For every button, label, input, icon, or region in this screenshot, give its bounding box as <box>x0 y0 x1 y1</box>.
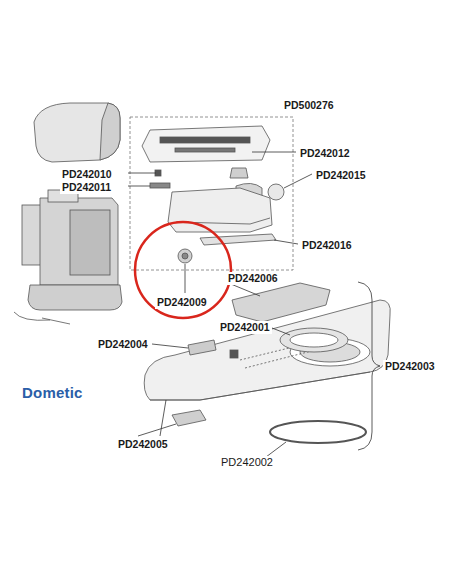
part-number: PD242012 <box>298 147 352 160</box>
base-tray <box>28 285 122 310</box>
part-number: PD242015 <box>314 169 368 182</box>
part-number: PD242005 <box>116 438 170 451</box>
seal-ring <box>280 328 348 352</box>
part-number: PD242009 <box>155 296 209 309</box>
part-number: PD500276 <box>282 99 336 112</box>
part-number: PD242002 <box>219 456 275 469</box>
control-panel <box>142 126 270 162</box>
part-number: PD242001 <box>218 321 272 334</box>
pump-housing <box>40 198 118 285</box>
water-tank <box>168 188 272 232</box>
group-bracket <box>358 282 380 450</box>
leader-lines <box>128 152 312 460</box>
part-number: PD242011 <box>60 181 113 194</box>
gasket <box>270 421 366 443</box>
part-number: PD242016 <box>300 239 354 252</box>
brand-logo: Dometic <box>20 384 85 401</box>
top-cover <box>232 283 330 322</box>
hood-cover <box>34 103 120 162</box>
part-number: PD242003 <box>383 360 437 373</box>
part-number: PD242006 <box>226 272 280 285</box>
part-number: PD242010 <box>60 168 114 181</box>
assembly-group-box <box>130 117 293 270</box>
part-number: PD242004 <box>96 338 150 351</box>
highlight-circle <box>135 222 231 318</box>
